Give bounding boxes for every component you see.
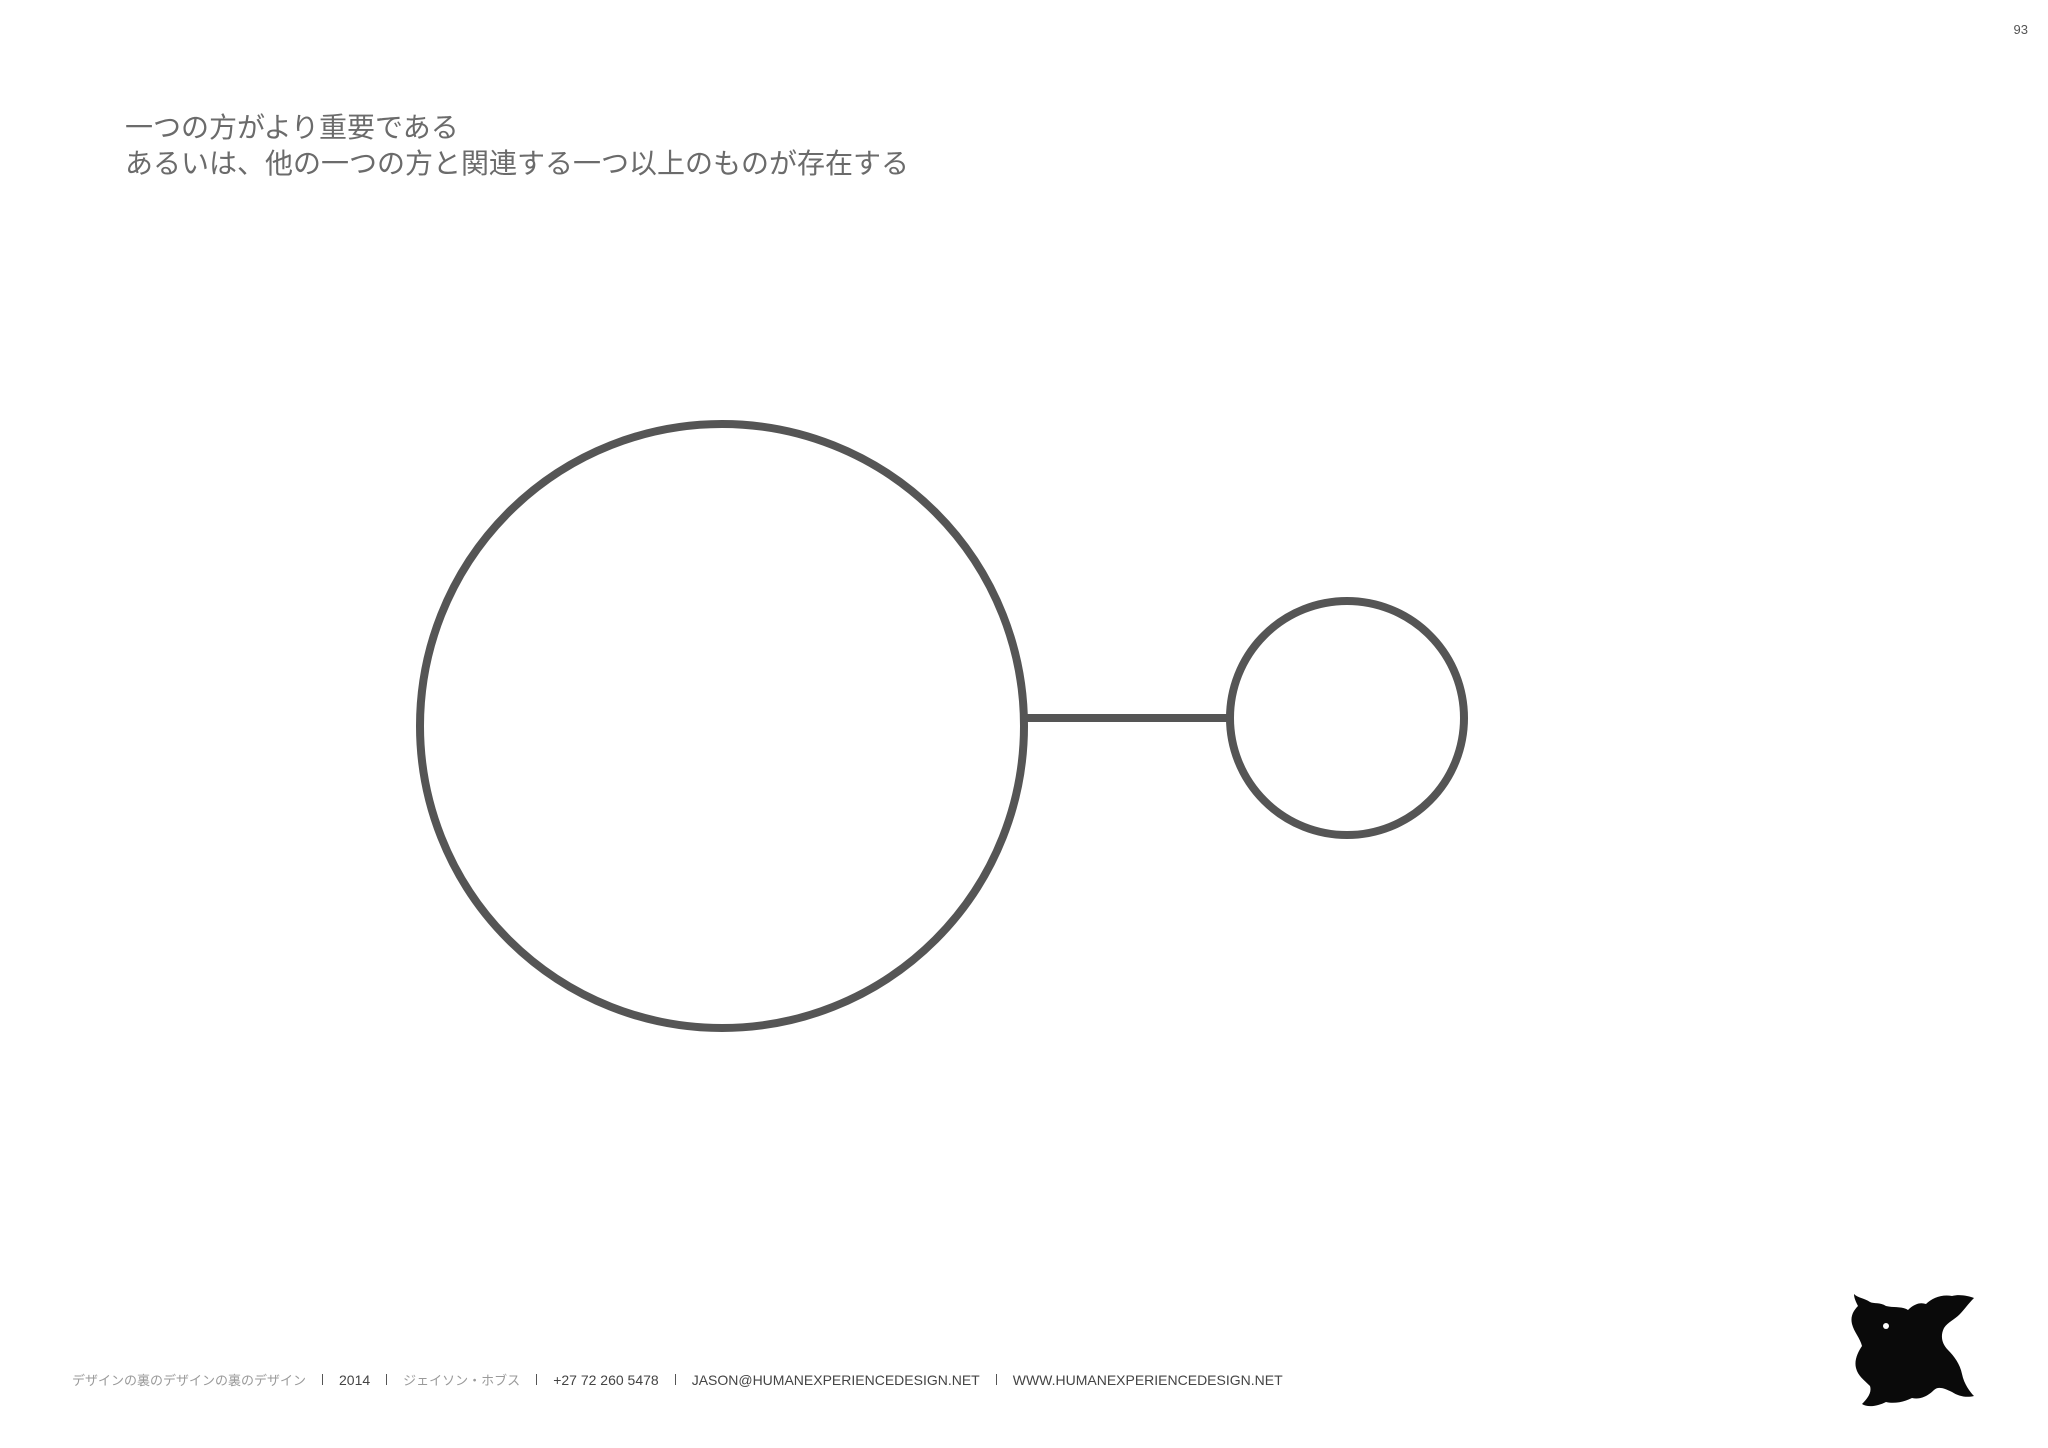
- footer-title: デザインの裏のデザインの裏のデザイン: [72, 1374, 307, 1389]
- small-circle: [1226, 597, 1468, 839]
- footer-separator: [386, 1374, 388, 1385]
- footer-phone: +27 72 260 5478: [553, 1371, 659, 1388]
- page-number: 93: [2013, 22, 2028, 37]
- footer-website[interactable]: WWW.HUMANEXPERIENCEDESIGN.NET: [1012, 1371, 1283, 1388]
- large-circle: [416, 420, 1028, 1032]
- footer: デザインの裏のデザインの裏のデザイン 2014 ジェイソン・ホブス +27 72…: [72, 1370, 1283, 1390]
- footer-author: ジェイソン・ホブス: [403, 1374, 521, 1389]
- footer-year: 2014: [339, 1371, 371, 1388]
- animal-hide-logo-icon: [1851, 1294, 1974, 1407]
- footer-separator: [322, 1374, 324, 1385]
- footer-separator: [674, 1374, 676, 1385]
- footer-email[interactable]: JASON@HUMANEXPERIENCEDESIGN.NET: [691, 1371, 980, 1388]
- heading-line-1: 一つの方がより重要である: [125, 111, 459, 144]
- page-heading: 一つの方がより重要である あるいは、他の一つの方と関連する一つ以上のものが存在す…: [125, 110, 909, 182]
- heading-line-2: あるいは、他の一つの方と関連する一つ以上のものが存在する: [125, 147, 910, 180]
- footer-separator: [995, 1374, 997, 1385]
- footer-separator: [536, 1374, 538, 1385]
